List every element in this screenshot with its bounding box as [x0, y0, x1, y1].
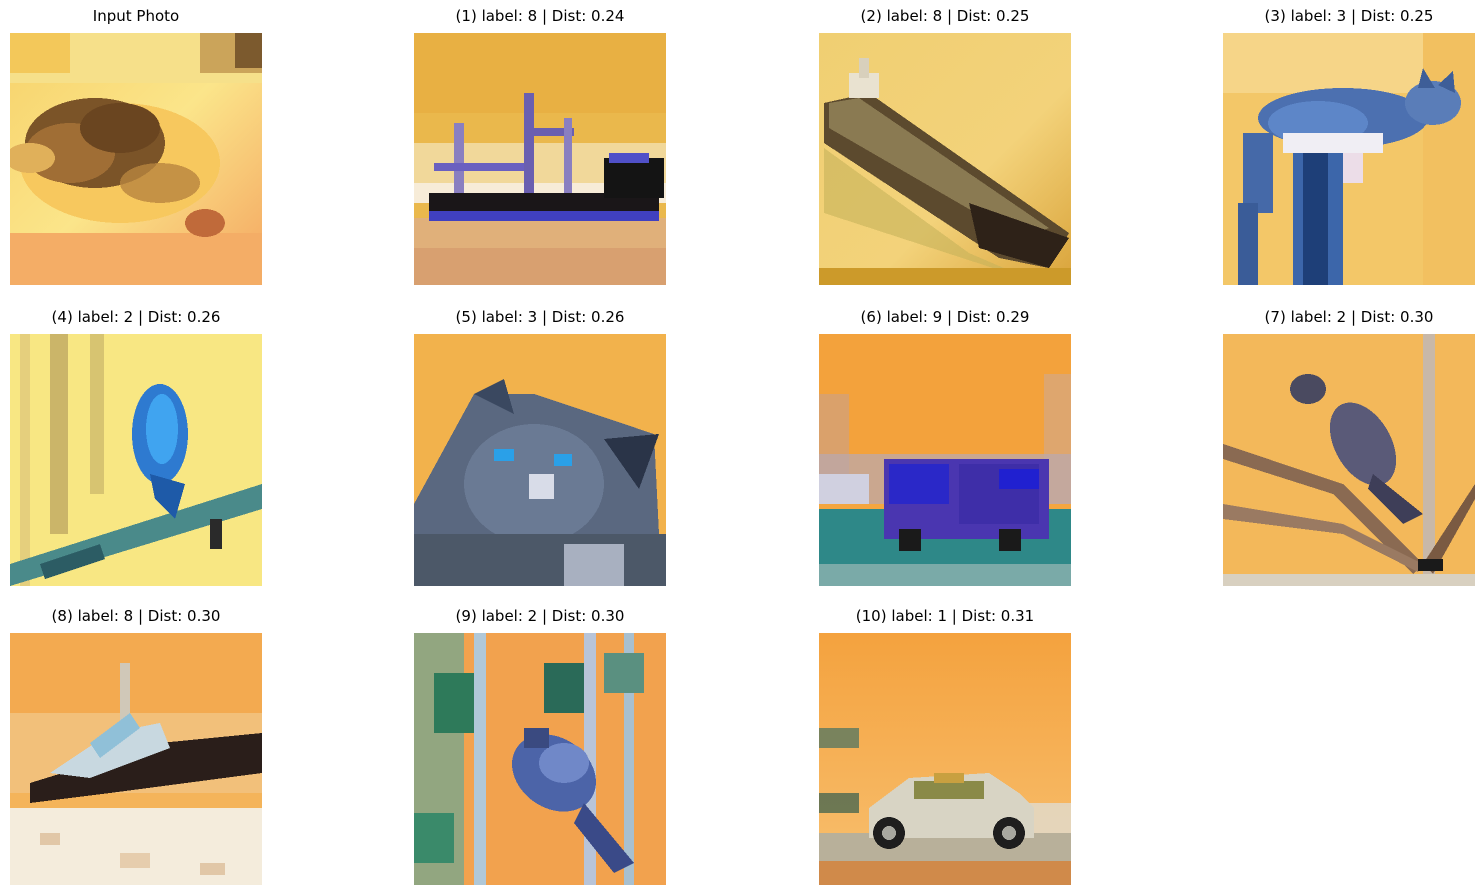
- panel-title: (1) label: 8 | Dist: 0.24: [455, 7, 625, 25]
- panel-title: (4) label: 2 | Dist: 0.26: [51, 308, 221, 326]
- bird-image: [414, 633, 666, 885]
- bird-image: [1223, 334, 1475, 586]
- panel-title: (10) label: 1 | Dist: 0.31: [855, 607, 1035, 625]
- panel-title: (7) label: 2 | Dist: 0.30: [1264, 308, 1434, 326]
- panel-title: (5) label: 3 | Dist: 0.26: [455, 308, 625, 326]
- cat-image: [414, 334, 666, 586]
- panel-title: Input Photo: [92, 7, 180, 25]
- panel-title: (6) label: 9 | Dist: 0.29: [860, 308, 1030, 326]
- ship-image: [10, 633, 262, 885]
- panel-title: (2) label: 8 | Dist: 0.25: [860, 7, 1030, 25]
- car-image: [819, 633, 1071, 885]
- panel-title: (3) label: 3 | Dist: 0.25: [1264, 7, 1434, 25]
- ship-image: [819, 33, 1071, 285]
- cat-image: [1223, 33, 1475, 285]
- ship-image: [414, 33, 666, 285]
- panel-title: (8) label: 8 | Dist: 0.30: [51, 607, 221, 625]
- panel-title: (9) label: 2 | Dist: 0.30: [455, 607, 625, 625]
- bird-image: [10, 334, 262, 586]
- truck-image: [819, 334, 1071, 586]
- input-photo-image: [10, 33, 262, 285]
